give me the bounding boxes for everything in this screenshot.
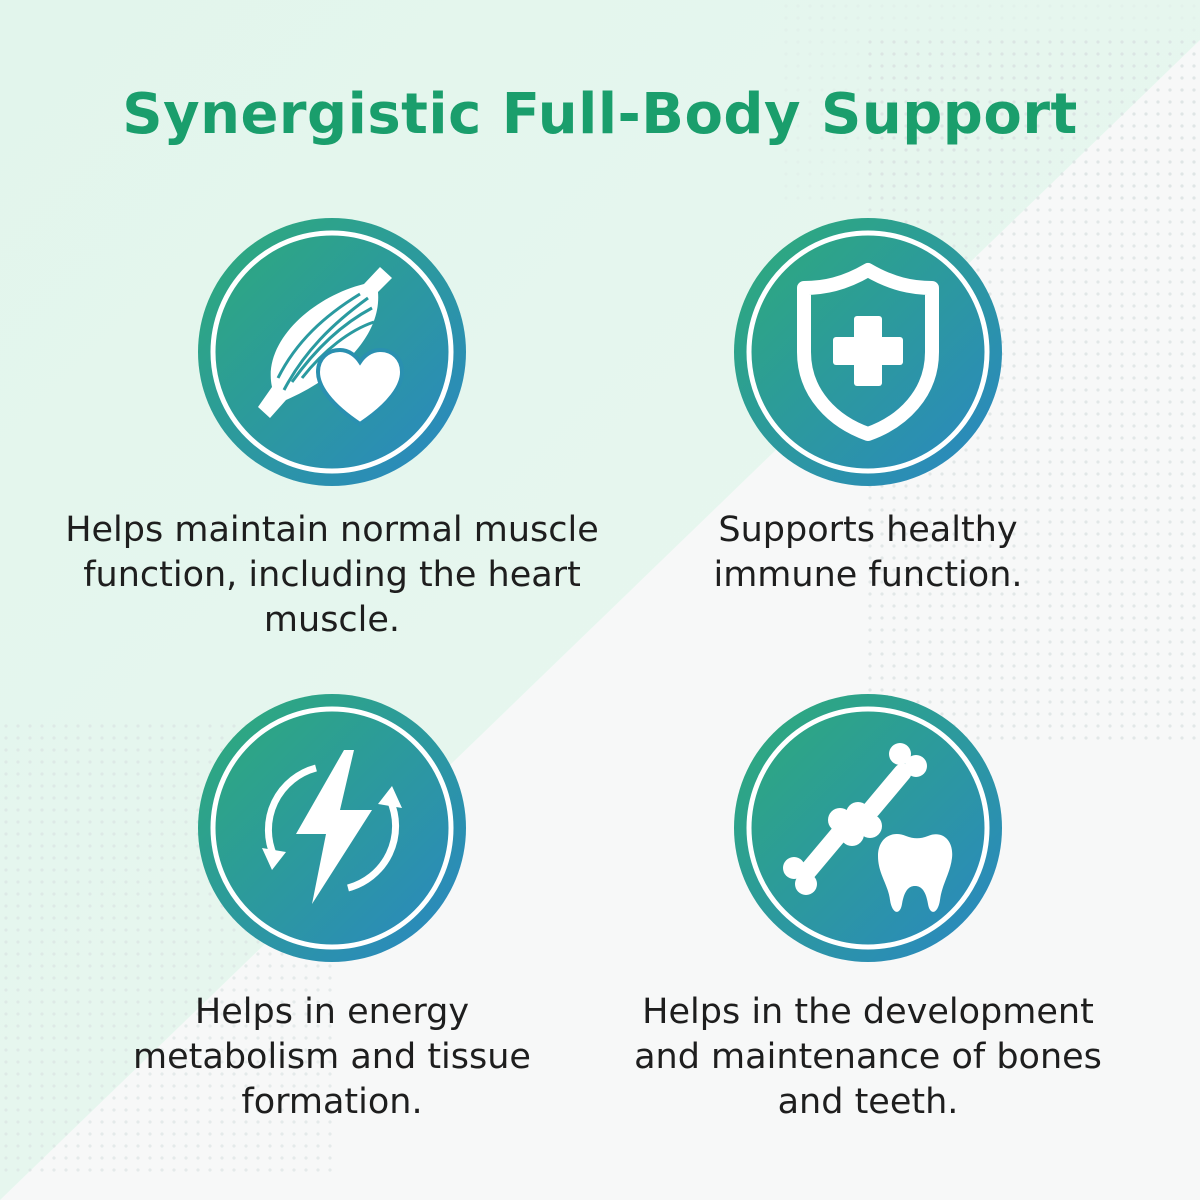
energy-cycle-icon — [198, 694, 466, 962]
shield-cross-icon — [734, 218, 1002, 486]
bone-tooth-icon — [734, 694, 1002, 962]
feature-badge — [192, 688, 472, 968]
muscle-heart-icon — [198, 218, 466, 486]
page-title: Synergistic Full-Body Support — [122, 82, 1078, 147]
feature-text: Helps in the development and maintenance… — [634, 992, 1102, 1122]
feature-badge — [192, 212, 472, 492]
feature-text: Supports healthy immune function. — [713, 510, 1023, 595]
feature-text: Helps in energy metabolism and tissue fo… — [133, 992, 531, 1122]
feature-badge — [728, 688, 1008, 968]
feature-badge — [728, 212, 1008, 492]
feature-text: Helps maintain normal muscle function, i… — [65, 510, 599, 640]
